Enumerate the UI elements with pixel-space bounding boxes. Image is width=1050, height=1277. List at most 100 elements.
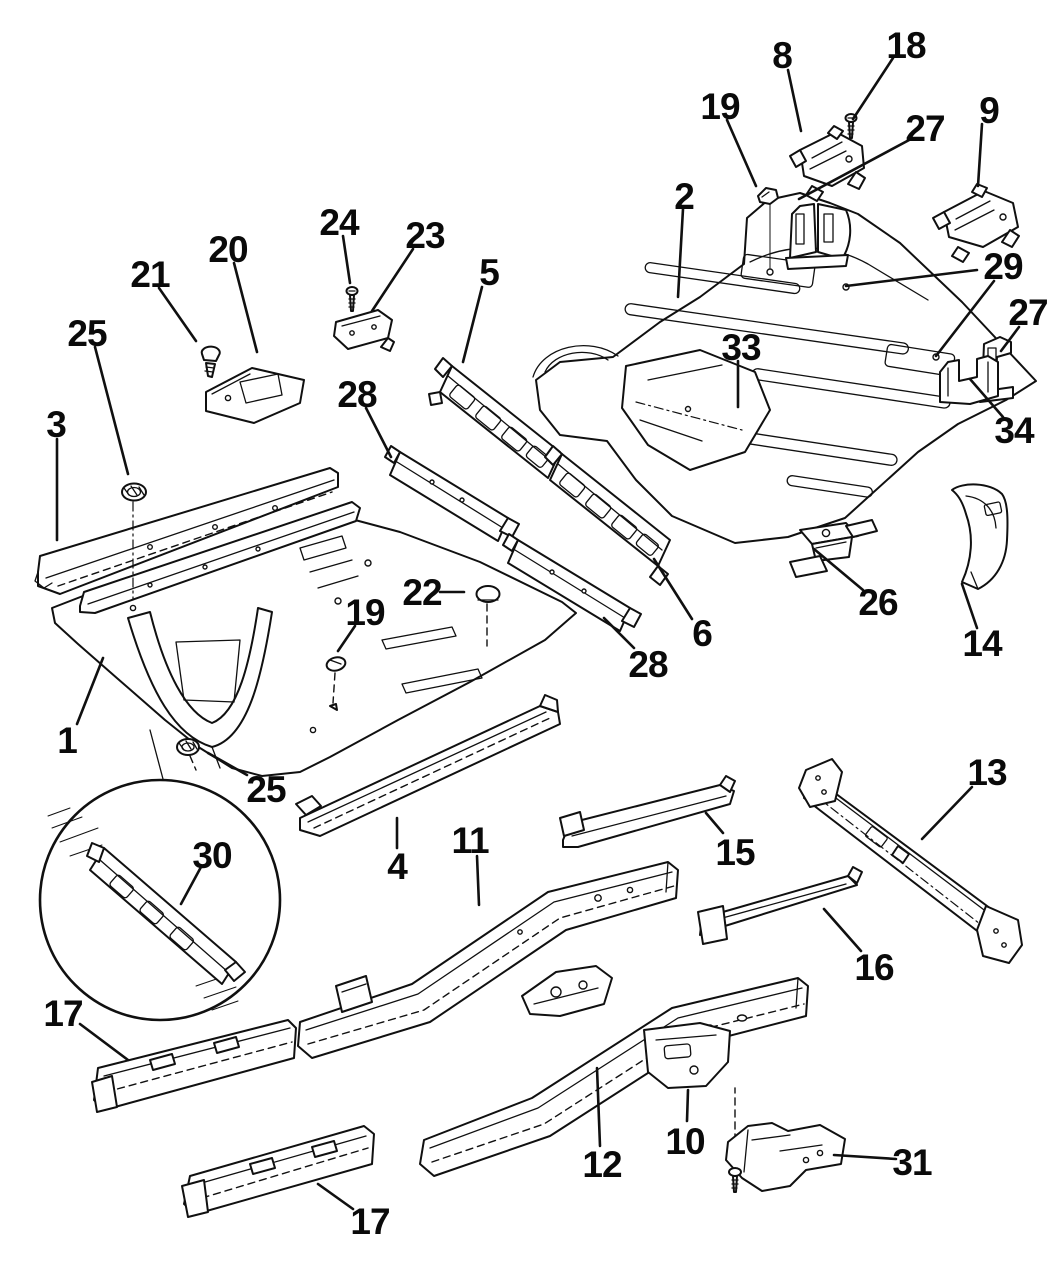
leader-line-c6 — [652, 557, 694, 621]
mount-bracket-10 — [643, 1022, 731, 1089]
leader-line-c31 — [832, 1153, 898, 1161]
leader-line-c34 — [968, 377, 1005, 419]
leader-line-c29 — [844, 268, 979, 288]
leader-line-c23 — [370, 247, 415, 313]
callout-c6: 6 — [692, 613, 712, 654]
reinforcement-28-lower — [502, 533, 642, 632]
leader-line-c29 — [934, 279, 996, 358]
callout-c14: 14 — [962, 623, 1003, 664]
callout-c28b: 28 — [628, 644, 668, 685]
body-mount-tower-front — [785, 203, 852, 270]
callout-c8: 8 — [772, 35, 792, 76]
callout-c24: 24 — [319, 202, 360, 243]
support-bracket-26 — [789, 519, 878, 578]
push-pin-19 — [325, 656, 347, 711]
callout-c22: 22 — [402, 572, 442, 613]
leader-line-c1 — [75, 656, 105, 726]
support-rail-16 — [697, 866, 863, 945]
callout-c2: 2 — [674, 176, 694, 217]
leader-line-c17b — [316, 1182, 355, 1211]
leader-line-c25b — [206, 751, 249, 777]
leader-line-c12 — [595, 1066, 602, 1148]
leader-line-c17a — [78, 1022, 130, 1062]
leader-line-c11 — [475, 854, 481, 907]
leader-line-c2 — [676, 207, 685, 299]
callout-c31: 31 — [892, 1142, 932, 1183]
callout-c12: 12 — [582, 1144, 622, 1185]
sill-rail-17-upper — [91, 1019, 297, 1113]
leader-line-c28b — [602, 616, 636, 650]
leader-line-c30 — [179, 865, 203, 906]
callout-c18: 18 — [886, 25, 926, 66]
seat-riser-plate — [205, 367, 305, 424]
frame-rail-11 — [297, 861, 679, 1059]
leader-line-c5 — [461, 285, 484, 364]
callout-c13: 13 — [967, 752, 1007, 793]
leader-line-c20 — [232, 261, 259, 354]
leader-line-c15 — [704, 811, 725, 835]
callout-c26: 26 — [858, 582, 898, 623]
quarter-panel-extension-14 — [951, 483, 1009, 590]
callout-c21: 21 — [130, 254, 170, 295]
grommet-25-lower — [176, 738, 200, 771]
callout-c33: 33 — [721, 327, 761, 368]
callout-c17a: 17 — [43, 993, 82, 1034]
callout-c9: 9 — [979, 90, 999, 131]
detail-inset-circle-30 — [38, 729, 282, 1022]
rear-floor-pan — [532, 192, 1037, 544]
leader-line-c27b — [999, 325, 1021, 353]
support-rail-15 — [559, 775, 736, 848]
plug-22 — [475, 585, 501, 647]
leader-line-c27a — [797, 137, 913, 201]
screw-24 — [345, 286, 359, 312]
leader-line-c28a — [364, 406, 393, 459]
screw-18 — [844, 113, 858, 139]
callout-c34: 34 — [994, 410, 1035, 451]
support-bracket-8 — [789, 125, 866, 202]
outer-sill-panel — [34, 467, 339, 595]
callout-c10: 10 — [665, 1121, 705, 1162]
callout-c3: 3 — [46, 404, 66, 445]
leader-line-c19a — [725, 118, 758, 188]
push-pin-21 — [200, 345, 221, 378]
leader-line-c24 — [341, 234, 352, 285]
leader-line-c25a — [93, 345, 130, 476]
leader-line-c21 — [157, 286, 198, 343]
callout-c28a: 28 — [337, 374, 377, 415]
callout-c27a: 27 — [905, 108, 944, 149]
callout-c19a: 19 — [700, 86, 740, 127]
support-bracket-9 — [932, 183, 1020, 263]
leader-line-c8 — [786, 68, 803, 133]
callout-c19b: 19 — [345, 592, 385, 633]
reinforcement-28-upper — [384, 445, 520, 542]
leader-line-c19b — [336, 624, 357, 653]
callout-c20: 20 — [208, 229, 248, 270]
leader-line-c26 — [812, 547, 865, 592]
front-floor-pan — [51, 501, 577, 777]
access-plate — [333, 309, 395, 352]
crossmember-6 — [544, 445, 671, 586]
callout-c30: 30 — [192, 835, 232, 876]
inner-sill-channel-4 — [295, 694, 561, 837]
callout-c23: 23 — [405, 215, 445, 256]
skid-bracket-31 — [725, 1087, 846, 1193]
callout-c25b: 25 — [246, 769, 286, 810]
leader-line-c16 — [822, 907, 863, 953]
callout-c15: 15 — [715, 832, 755, 873]
leader-line-c18 — [851, 56, 895, 121]
callout-c16: 16 — [854, 947, 894, 988]
callout-c4: 4 — [387, 846, 408, 887]
leader-line-c9 — [976, 122, 984, 188]
leader-line-c10 — [685, 1088, 690, 1123]
callout-c1: 1 — [57, 720, 77, 761]
callout-c5: 5 — [479, 252, 499, 293]
rear-crossmember-13 — [798, 758, 1023, 964]
leader-line-c13 — [920, 785, 974, 841]
callout-c29: 29 — [983, 246, 1023, 287]
leader-line-c14 — [960, 582, 979, 630]
mount-channel-34 — [939, 355, 999, 405]
callout-c11: 11 — [451, 820, 489, 861]
